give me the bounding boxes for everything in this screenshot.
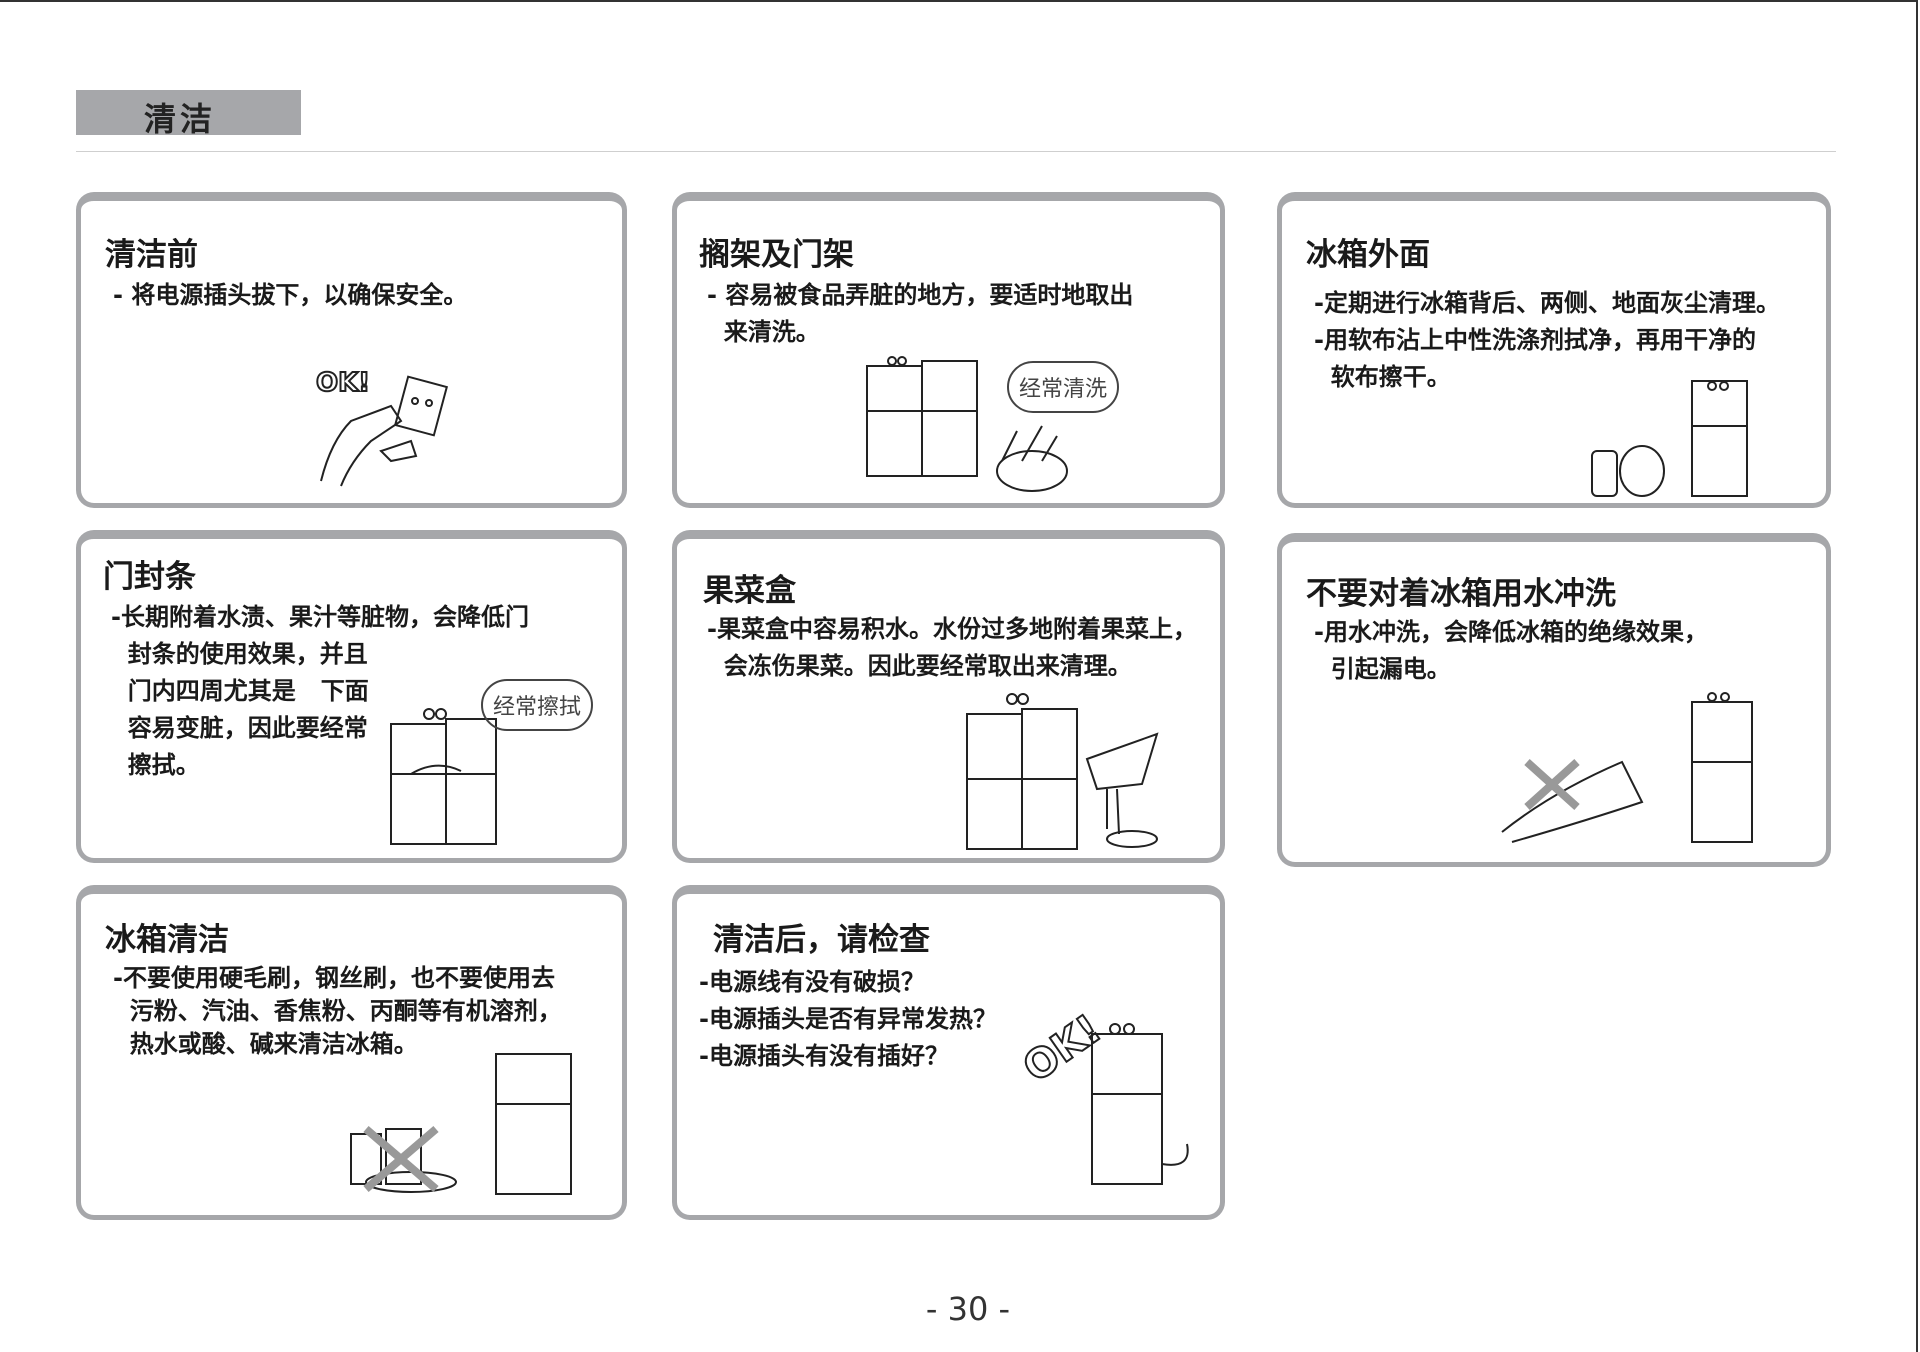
card-line: 来清洗。 — [707, 318, 820, 346]
card-line: -不要使用硬毛刷，钢丝刷，也不要使用去 — [113, 964, 555, 992]
card-door-seal: 门封条 -长期附着水渍、果汁等脏物，会降低门 封条的使用效果，并且 门内四周尤其… — [76, 530, 627, 863]
card-no-water: 不要对着冰箱用水冲洗 -用水冲洗，会降低冰箱的绝缘效果， 引起漏电。 — [1277, 533, 1831, 867]
card-fridge-cleaning: 冰箱清洁 -不要使用硬毛刷，钢丝刷，也不要使用去 污粉、汽油、香焦粉、丙酮等有机… — [76, 885, 627, 1220]
fridge-shelves-illustration — [866, 356, 1068, 492]
section-title-bar: 清洁 — [76, 90, 301, 138]
check-item: -电源插头是否有异常发热？ — [699, 1005, 997, 1033]
card-line: -用水冲洗，会降低冰箱的绝缘效果， — [1314, 618, 1708, 646]
card-title: 不要对着冰箱用水冲洗 — [1306, 576, 1616, 612]
page-border-top — [0, 0, 1916, 2]
card-shelves: 搁架及门架 - 容易被食品弄脏的地方，要适时地取出 来清洗。 经常清洗 — [672, 192, 1225, 508]
card-line: - 将电源插头拔下，以确保安全。 — [113, 281, 468, 309]
speech-bubble: 经常擦拭 — [481, 679, 594, 731]
crisper-illustration — [966, 693, 1159, 850]
ok-text: OK! — [1017, 1006, 1110, 1091]
speech-bubble: 经常清洗 — [1007, 361, 1120, 413]
card-exterior: 冰箱外面 -定期进行冰箱背后、两侧、地面灰尘清理。 -用软布沾上中性洗涤剂拭净，… — [1277, 192, 1831, 508]
check-item: -电源线有没有破损？ — [699, 968, 925, 996]
wipe-fridge-illustration — [1591, 380, 1748, 497]
card-title: 冰箱外面 — [1306, 237, 1430, 273]
no-water-illustration — [1501, 692, 1753, 843]
unplug-illustration: OK! — [315, 367, 449, 487]
card-line: 引起漏电。 — [1314, 655, 1451, 683]
card-line: -定期进行冰箱背后、两侧、地面灰尘清理。 — [1314, 289, 1780, 317]
card-title: 搁架及门架 — [699, 237, 854, 273]
card-title: 清洁前 — [105, 237, 198, 273]
card-crisper: 果菜盒 -果菜盒中容易积水。水份过多地附着果菜上， 会冻伤果菜。因此要经常取出来… — [672, 530, 1225, 863]
page-border-right — [1916, 0, 1918, 1352]
page-number: - 30 - — [925, 1290, 1011, 1328]
card-after-cleaning: 清洁后，请检查 -电源线有没有破损？ -电源插头是否有异常发热？ -电源插头有没… — [672, 885, 1225, 1220]
card-line: 擦拭。 — [111, 751, 200, 779]
card-line: 软布擦干。 — [1314, 363, 1451, 391]
card-title: 冰箱清洁 — [105, 922, 229, 958]
card-line: -长期附着水渍、果汁等脏物，会降低门 — [111, 603, 529, 631]
section-title: 清洁 — [144, 100, 217, 138]
check-item: -电源插头有没有插好？ — [699, 1042, 949, 1070]
ok-fridge-illustration: OK! — [1017, 1005, 1189, 1185]
card-line: 门内四周尤其是 下面 — [111, 677, 369, 705]
divider — [76, 151, 1836, 152]
door-seal-illustration — [390, 708, 497, 845]
card-title: 果菜盒 — [703, 573, 796, 609]
card-line: -果菜盒中容易积水。水份过多地附着果菜上， — [707, 615, 1197, 643]
card-line: 容易变脏，因此要经常 — [111, 714, 368, 742]
no-brush-illustration — [350, 1053, 572, 1195]
card-line: 封条的使用效果，并且 — [111, 640, 368, 668]
card-line: - 容易被食品弄脏的地方，要适时地取出 — [707, 281, 1134, 309]
card-line: 热水或酸、碱来清洁冰箱。 — [113, 1030, 418, 1058]
ok-text: OK! — [316, 368, 370, 398]
card-line: 会冻伤果菜。因此要经常取出来清理。 — [707, 652, 1132, 680]
card-before-cleaning: 清洁前 - 将电源插头拔下，以确保安全。 OK! — [76, 192, 627, 508]
card-line: -用软布沾上中性洗涤剂拭净，再用干净的 — [1314, 326, 1756, 354]
card-title: 门封条 — [103, 559, 196, 595]
card-line: 污粉、汽油、香焦粉、丙酮等有机溶剂， — [113, 997, 562, 1025]
card-title: 清洁后，请检查 — [713, 922, 930, 958]
